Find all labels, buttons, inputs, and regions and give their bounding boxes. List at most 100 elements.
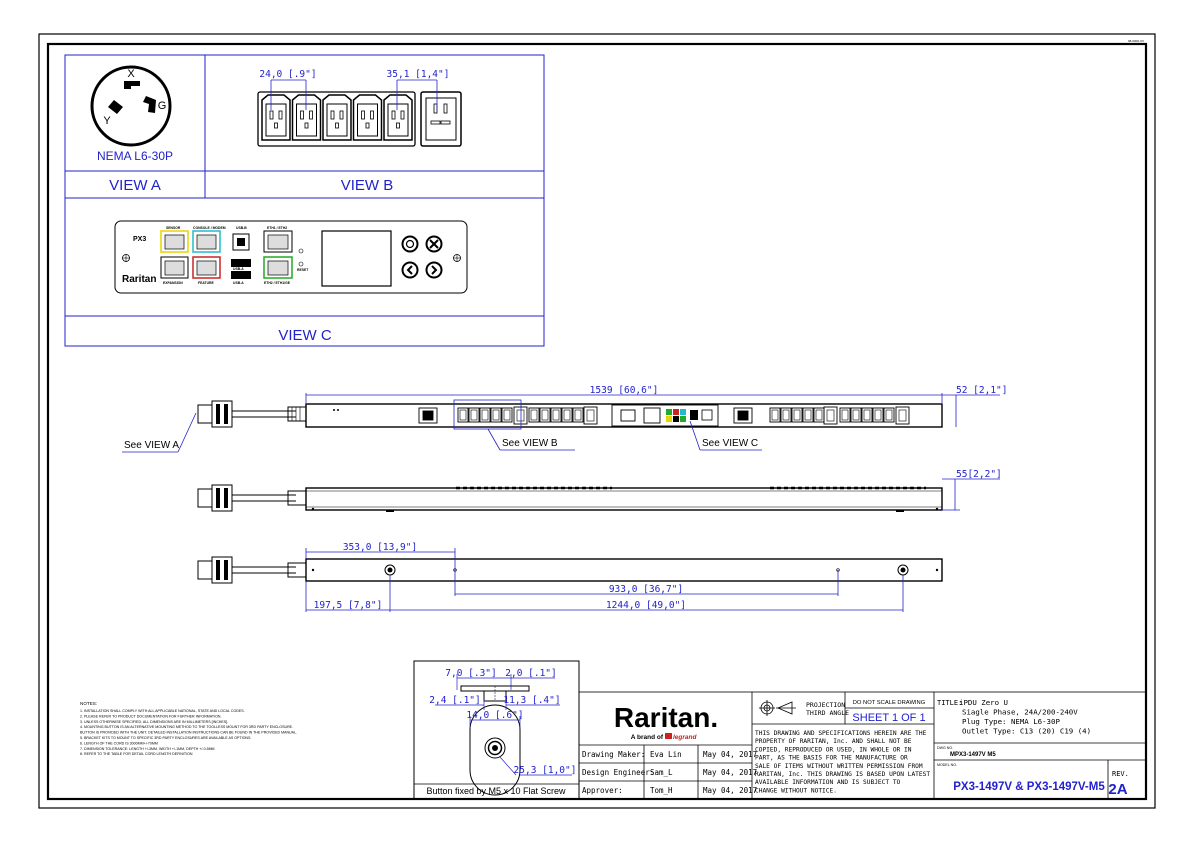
note-line: 6. LENGTH OF THE CORD IS 3000MM+/-70MM: [80, 741, 158, 745]
front-dims: [122, 393, 1000, 453]
title-block: [578, 691, 1147, 800]
notes-block: NOTES:1. INSTALLATION SHALL COMPLY WITH …: [80, 701, 297, 756]
note-line: 8. REFER TO THE TABLE FOR DETAIL CORD LE…: [80, 752, 193, 756]
port-label-eth2: ETH2 / ETH1/GE: [264, 281, 291, 285]
c19-outlet: [823, 406, 838, 425]
c19-outlet: [583, 406, 598, 425]
c13-outlet: [572, 407, 584, 423]
dim-933: 933,0 [36,7"]: [609, 584, 683, 595]
title-label: TITLE:: [937, 699, 962, 707]
row-date: May 04, 2017: [703, 750, 757, 759]
c13-outlet: [383, 94, 413, 141]
note-line: BUTTON IS PROVIDED WITH THE UNIT. DETAIL…: [80, 731, 297, 735]
pin-y-label: Y: [103, 115, 111, 127]
dwg-number: MPX3-1497V M5: [950, 752, 996, 758]
dim-1244: 1244,0 [49,0"]: [606, 600, 686, 611]
row-name: Eva Lin: [650, 750, 682, 759]
c13-outlet: [769, 407, 781, 423]
c13-outlet: [490, 407, 502, 423]
model-number: PX3-1497V & PX3-1497V-M5: [953, 781, 1105, 793]
legal-line: COPIED, REPRODUCED OR USED, IN WHOLE OR …: [755, 746, 912, 753]
c13-outlet: [501, 407, 513, 423]
view-c-panel: PX3 Raritan SENSOR CONSOLE / MODEM USB-B…: [114, 220, 468, 294]
model-label: MODEL NO.: [937, 763, 957, 767]
c13-outlet: [322, 94, 352, 141]
legal-text: THIS DRAWING AND SPECIFICATIONS HEREIN A…: [755, 730, 930, 794]
view-b-title: VIEW B: [341, 177, 394, 194]
dim-197: 197,5 [7,8"]: [314, 600, 383, 611]
port-label-reset: RESET: [297, 268, 309, 272]
view-b-dims: [270, 79, 438, 110]
btn-dim-7: 7,0 [.3"]: [445, 668, 496, 679]
see-view-b: See VIEW B: [502, 438, 558, 449]
nav-buttons: [401, 235, 443, 279]
c13-outlet: [861, 407, 873, 423]
sheet-number: SHEET 1 OF 1: [852, 712, 925, 724]
pdu-rear-view: [197, 556, 943, 584]
btn-dim-253: 25,3 [1,0"]: [514, 765, 577, 776]
c13-outlet: [528, 407, 540, 423]
c19-outlet: [895, 406, 910, 425]
c13-outlet: [291, 94, 322, 141]
projection-label-1: PROJECTION: [806, 701, 845, 709]
pin-x-label: X: [127, 68, 135, 80]
title-line: Siagle Phase, 24A/200-240V: [962, 708, 1078, 717]
notes-heading: NOTES:: [80, 701, 97, 706]
port-label-expansion: EXPANSION: [163, 281, 183, 285]
c13-outlet-group: [257, 91, 416, 147]
legal-line: PART, AS THE BASIS FOR THE MANUFACTURE O…: [755, 755, 908, 762]
rev-value: 2A: [1108, 781, 1127, 798]
port-label-serial: CONSOLE / MODEM: [193, 226, 226, 230]
note-line: 7. DIMENSION TOLERANCE: LENGTH +/-3MM, W…: [80, 747, 215, 751]
btn-dim-24: 2,4 [.1"]: [429, 695, 480, 706]
legrand-mark: [665, 733, 672, 739]
view-b-pitch-dim: 24,0 [.9"]: [259, 69, 316, 80]
c13-outlet: [850, 407, 862, 423]
btn-dim-14: 14,0 [.6"]: [466, 710, 523, 721]
no-scale-label: DO NOT SCALE DRAWING: [853, 700, 926, 706]
button-detail: [413, 660, 580, 800]
c13-outlet: [468, 407, 480, 423]
c13-outlet: [550, 407, 562, 423]
c13-outlet: [791, 407, 803, 423]
view-c-title: VIEW C: [278, 327, 332, 344]
panel-brand: Raritan: [122, 274, 156, 285]
row-label: Approver:: [582, 786, 623, 795]
see-view-c: See VIEW C: [702, 438, 758, 449]
brand-sub: A brand of: [631, 734, 664, 741]
note-line: 4. MOUNTING BUTTON IS AN ALTERNATIVE MOU…: [80, 725, 293, 729]
button-caption: Button fixed by M5 x 10 Flat Screw: [426, 786, 566, 796]
dim-depth: 55[2,2"]: [956, 469, 1002, 480]
plug-type-label: NEMA L6-30P: [97, 149, 173, 163]
port-label-usb-a1: USB-A: [233, 267, 244, 271]
legrand-logo: legrand: [673, 734, 698, 741]
view-a-title: VIEW A: [109, 177, 161, 194]
projection-symbol: [759, 700, 796, 716]
dim-width: 52 [2,1"]: [956, 385, 1007, 396]
btn-dim-113: 11,3 [.4"]: [503, 695, 560, 706]
title-line: iPDU Zero U: [959, 698, 1008, 707]
port-label-feature: FEATURE: [198, 281, 214, 285]
projection-label-2: THIRD ANGLE: [806, 709, 849, 717]
c13-outlet: [813, 407, 825, 423]
c13-outlet: [479, 407, 491, 423]
c13-outlet: [539, 407, 551, 423]
corner-ref: 98-0000-XX: [1128, 39, 1144, 43]
view-b-outlets: [257, 91, 462, 147]
row-name: Sam_L: [650, 768, 673, 777]
approval-rows: Drawing Maker: Eva Lin May 04, 2017 Desi…: [582, 750, 757, 795]
legal-line: AVAILABLE INFORMATION AND IS SUBJECT TO: [755, 779, 901, 786]
pdu-front-view: [197, 399, 943, 430]
c13-outlet: [352, 94, 383, 141]
c13-outlet: [839, 407, 851, 423]
button-detail-dims: [435, 674, 572, 776]
note-line: 5. BRACKET KITS TO MOUNT TO SPECIFIC 3RD…: [80, 736, 251, 740]
legal-line: RARITAN, Inc. THIS DRAWING IS BASED UPON…: [755, 771, 930, 778]
port-label-usb-b: USB-B: [236, 226, 247, 230]
dim-353: 353,0 [13,9"]: [343, 542, 417, 553]
row-date: May 04, 2017: [703, 768, 757, 777]
views-panel: [64, 54, 545, 347]
c19-outlet: [420, 91, 462, 147]
title-line: Plug Type: NEMA L6-30P: [962, 717, 1060, 726]
